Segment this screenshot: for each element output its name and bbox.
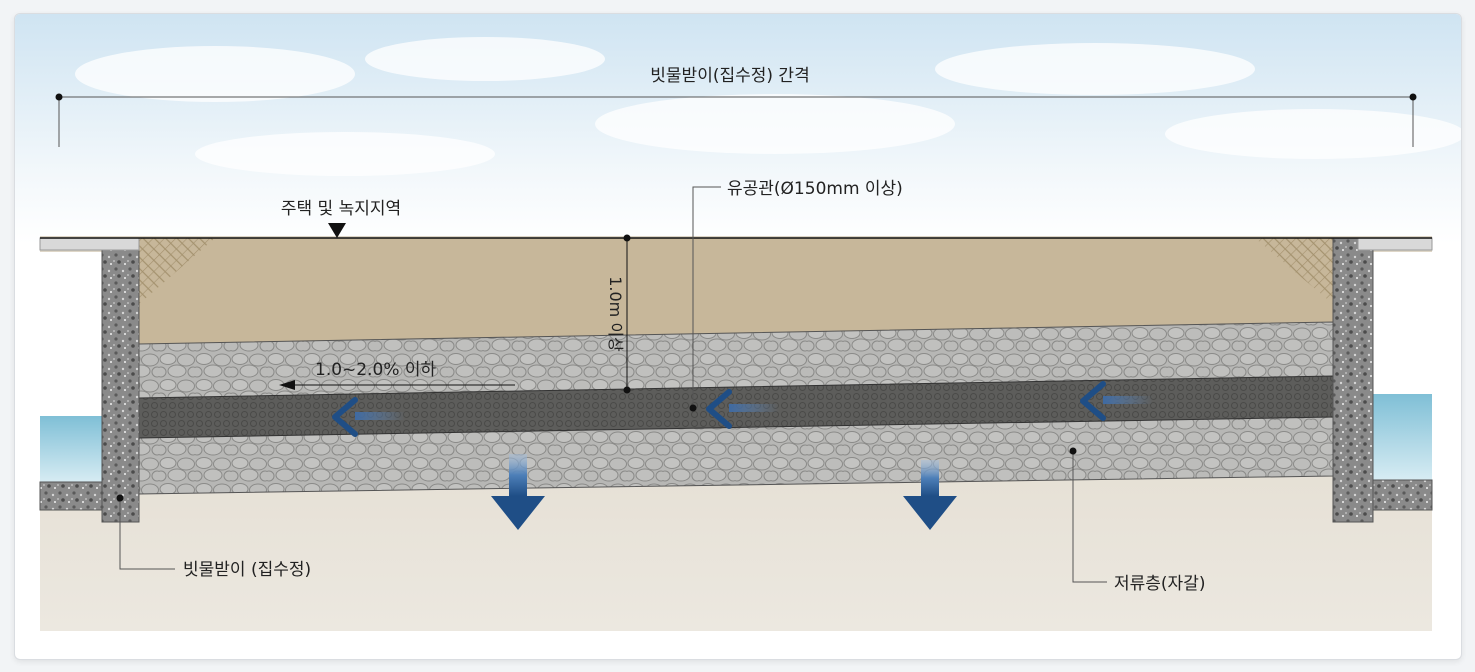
pipe-leader-line [692, 186, 721, 408]
right-opening [1373, 252, 1432, 394]
catch-basin-left-wall [101, 237, 140, 523]
diagram-frame: 빗물받이(집수정) 간격 주택 및 녹지지역 유공관(Ø150mm 이상) 1.… [14, 13, 1462, 660]
catch-basin-right-wall [1332, 237, 1374, 523]
pipe-leader-dot [689, 404, 697, 412]
interval-dot-left [55, 93, 63, 101]
catch-basin-leader-line [119, 498, 175, 570]
storage-leader-dot [1069, 447, 1077, 455]
soil-hatch-left [139, 238, 215, 304]
catch-basin-right-base [1372, 479, 1433, 511]
clouds [75, 37, 1461, 176]
left-opening [40, 252, 102, 416]
water-left [40, 416, 102, 482]
water-right [1373, 394, 1432, 480]
area-marker-triangle [328, 223, 346, 238]
interval-dot-right [1409, 93, 1417, 101]
curb-right [1357, 237, 1433, 251]
flow-arrow-3 [1080, 381, 1153, 421]
storage-leader-line [1072, 451, 1107, 583]
flow-arrow-1 [332, 397, 405, 437]
depth-dot-top [623, 234, 631, 242]
interval-label: 빗물받이(집수정) 간격 [650, 66, 809, 86]
catch-basin-label: 빗물받이 (집수정) [183, 560, 311, 580]
catch-basin-leader-dot [116, 494, 124, 502]
infiltration-arrow-1 [491, 454, 545, 530]
depth-dot-bottom [623, 386, 631, 394]
curb-left [39, 237, 140, 251]
soil-hatch-right [1255, 238, 1333, 304]
slope-label: 1.0~2.0% 이하 [315, 360, 437, 380]
soil-layer [139, 238, 1333, 344]
storage-label: 저류층(자갈) [1114, 574, 1205, 594]
depth-label: 1.0m 이상 [606, 276, 625, 352]
infiltration-arrow-2 [903, 460, 957, 530]
pipe-label: 유공관(Ø150mm 이상) [727, 179, 903, 199]
catch-basin-left-base [39, 481, 103, 511]
slope-arrowhead [279, 380, 295, 390]
drainage-section-diagram: 빗물받이(집수정) 간격 주택 및 녹지지역 유공관(Ø150mm 이상) 1.… [15, 14, 1461, 631]
area-label: 주택 및 녹지지역 [281, 199, 401, 219]
flow-arrow-2 [706, 389, 779, 429]
